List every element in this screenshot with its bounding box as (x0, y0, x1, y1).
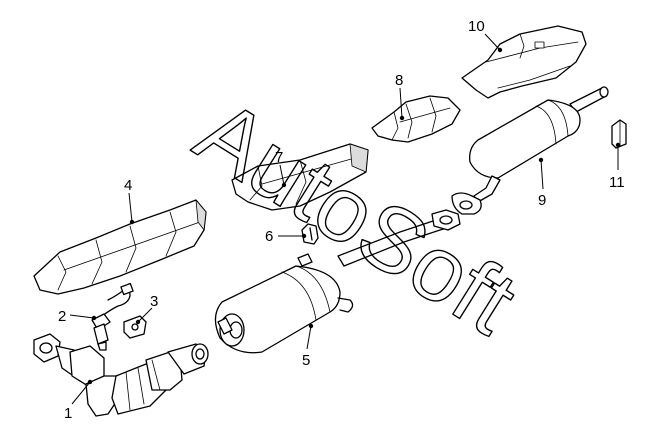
floor-heat-shield (371, 95, 461, 143)
callout-8: 8 (395, 72, 403, 89)
callout-1: 1 (64, 405, 72, 422)
callout-4: 4 (124, 177, 132, 194)
exhaust-hanger (301, 223, 319, 245)
leader-lines (69, 33, 621, 405)
rubber-insulator (611, 119, 627, 149)
callout-labels: 1 2 3 4 5 6 7 8 9 10 11 (58, 18, 625, 422)
center-heat-shield (231, 143, 369, 211)
callout-11: 11 (609, 174, 625, 191)
sensor-bracket (123, 315, 147, 339)
front-muffler (214, 253, 354, 354)
callout-3: 3 (150, 293, 158, 310)
intermediate-pipe (337, 209, 461, 267)
front-heat-shield (33, 199, 207, 295)
catalytic-converter (33, 333, 209, 417)
callout-10: 10 (468, 18, 485, 35)
callout-6: 6 (265, 228, 273, 245)
callout-9: 9 (538, 192, 546, 209)
callout-2: 2 (58, 308, 66, 325)
rear-muffler (451, 86, 609, 215)
callout-5: 5 (302, 352, 310, 369)
callout-7: 7 (275, 149, 283, 166)
rear-heat-shield (461, 25, 587, 99)
oxygen-sensor (91, 282, 134, 351)
